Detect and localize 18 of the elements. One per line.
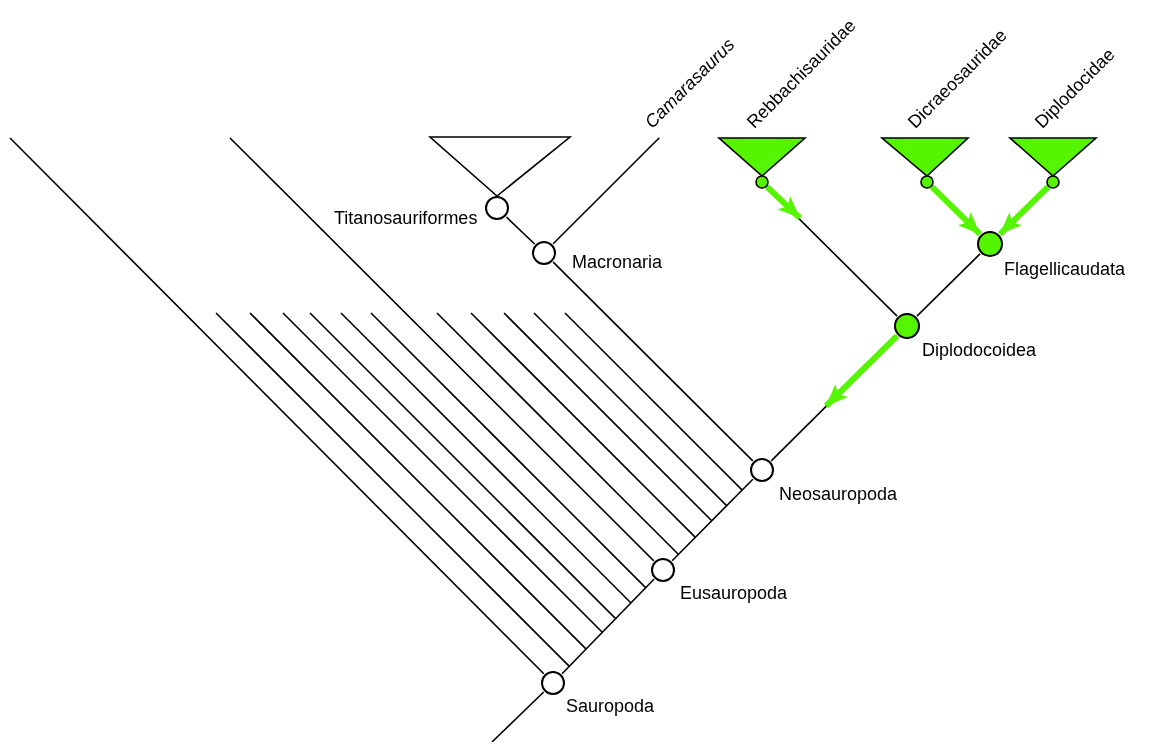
branch-line	[552, 136, 661, 245]
branch-line	[491, 691, 545, 742]
clade-label: Sauropoda	[564, 696, 657, 716]
clade-label: Flagellicaudata	[1002, 259, 1128, 279]
branch-line	[229, 137, 655, 562]
clade-label: Diplodocoidea	[920, 340, 1039, 360]
branch-line	[561, 578, 655, 675]
arrow	[997, 184, 1051, 237]
branch-line	[9, 137, 545, 675]
clade-label: Eusauropoda	[678, 583, 790, 603]
branch-line	[671, 478, 754, 562]
clade-label: Neosauropoda	[777, 484, 900, 504]
branch-line	[552, 261, 754, 462]
branch-line	[505, 216, 536, 245]
arrow	[929, 184, 983, 237]
arrow	[823, 333, 900, 409]
branch-line	[916, 253, 981, 317]
arrow	[765, 184, 803, 221]
